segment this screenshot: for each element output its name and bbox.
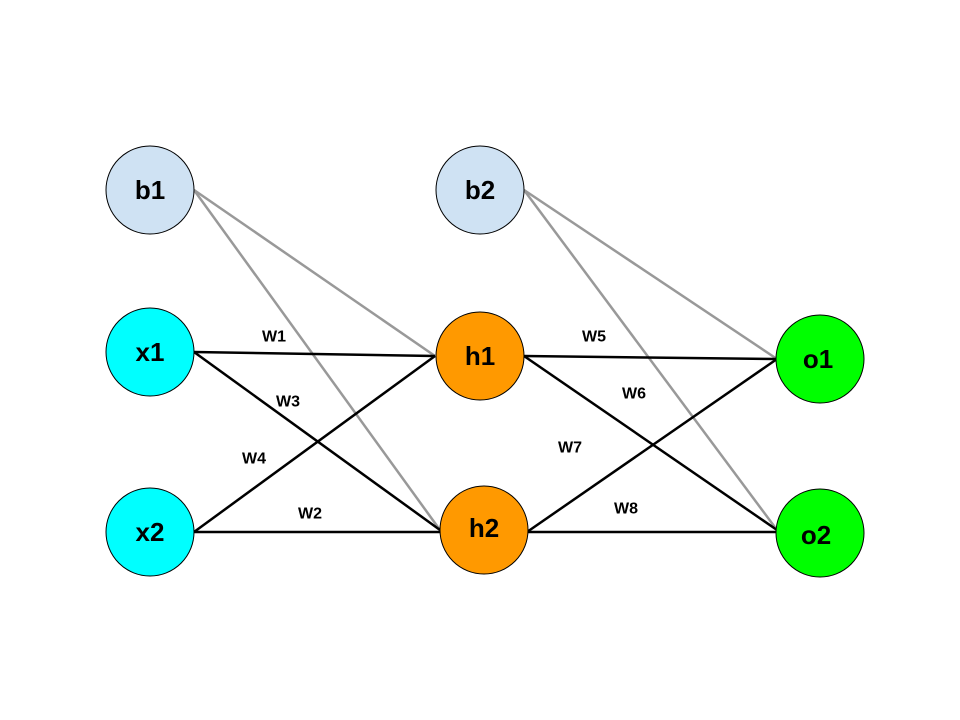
weight-label-w1: W1 — [262, 329, 286, 346]
node-h1: h1 — [435, 311, 525, 401]
edge-x2-h1 — [193, 354, 436, 534]
edge-h1-o2 — [523, 354, 778, 532]
weight-label-w8: W8 — [614, 501, 638, 518]
node-o1: o1 — [775, 314, 865, 404]
weight-label-w2: W2 — [298, 506, 322, 523]
node-h1-label: h1 — [465, 341, 495, 371]
node-b2: b2 — [435, 145, 525, 235]
weight-label-w5: W5 — [582, 329, 606, 346]
node-x2-circle — [105, 487, 195, 577]
node-b2-label: b2 — [465, 175, 495, 205]
edge-b1-h2 — [192, 189, 442, 531]
node-o2-circle — [775, 488, 865, 578]
node-x1: x1 — [105, 307, 195, 397]
edge-b1-h1 — [193, 188, 436, 358]
node-b1: b1 — [105, 145, 195, 235]
node-x1-label: x1 — [136, 337, 165, 367]
weight-label-w3: W3 — [276, 394, 300, 411]
node-x1-circle — [105, 307, 195, 397]
edge-h1-o1 — [523, 354, 778, 361]
node-h2-label: h2 — [469, 513, 499, 543]
edge-x1-h1 — [193, 350, 436, 358]
edge-h2-o1 — [526, 357, 778, 534]
node-o2: o2 — [775, 488, 865, 578]
node-x2-label: x2 — [136, 517, 165, 547]
weight-label-w7: W7 — [558, 440, 582, 457]
weight-label-w6: W6 — [622, 386, 646, 403]
node-b1-label: b1 — [135, 175, 165, 205]
node-b1-circle — [105, 145, 195, 235]
node-o1-circle — [775, 314, 865, 404]
node-h2: h2 — [439, 485, 529, 575]
node-b2-circle — [435, 145, 525, 235]
node-h1-circle — [435, 311, 525, 401]
edge-b2-o1 — [523, 188, 778, 361]
node-o2-label: o2 — [801, 520, 831, 550]
node-h2-circle — [439, 485, 529, 575]
weight-label-w4: W4 — [242, 451, 266, 468]
node-o1-label: o1 — [803, 344, 833, 374]
edge-b2-o2 — [522, 189, 779, 531]
node-x2: x2 — [105, 487, 195, 577]
